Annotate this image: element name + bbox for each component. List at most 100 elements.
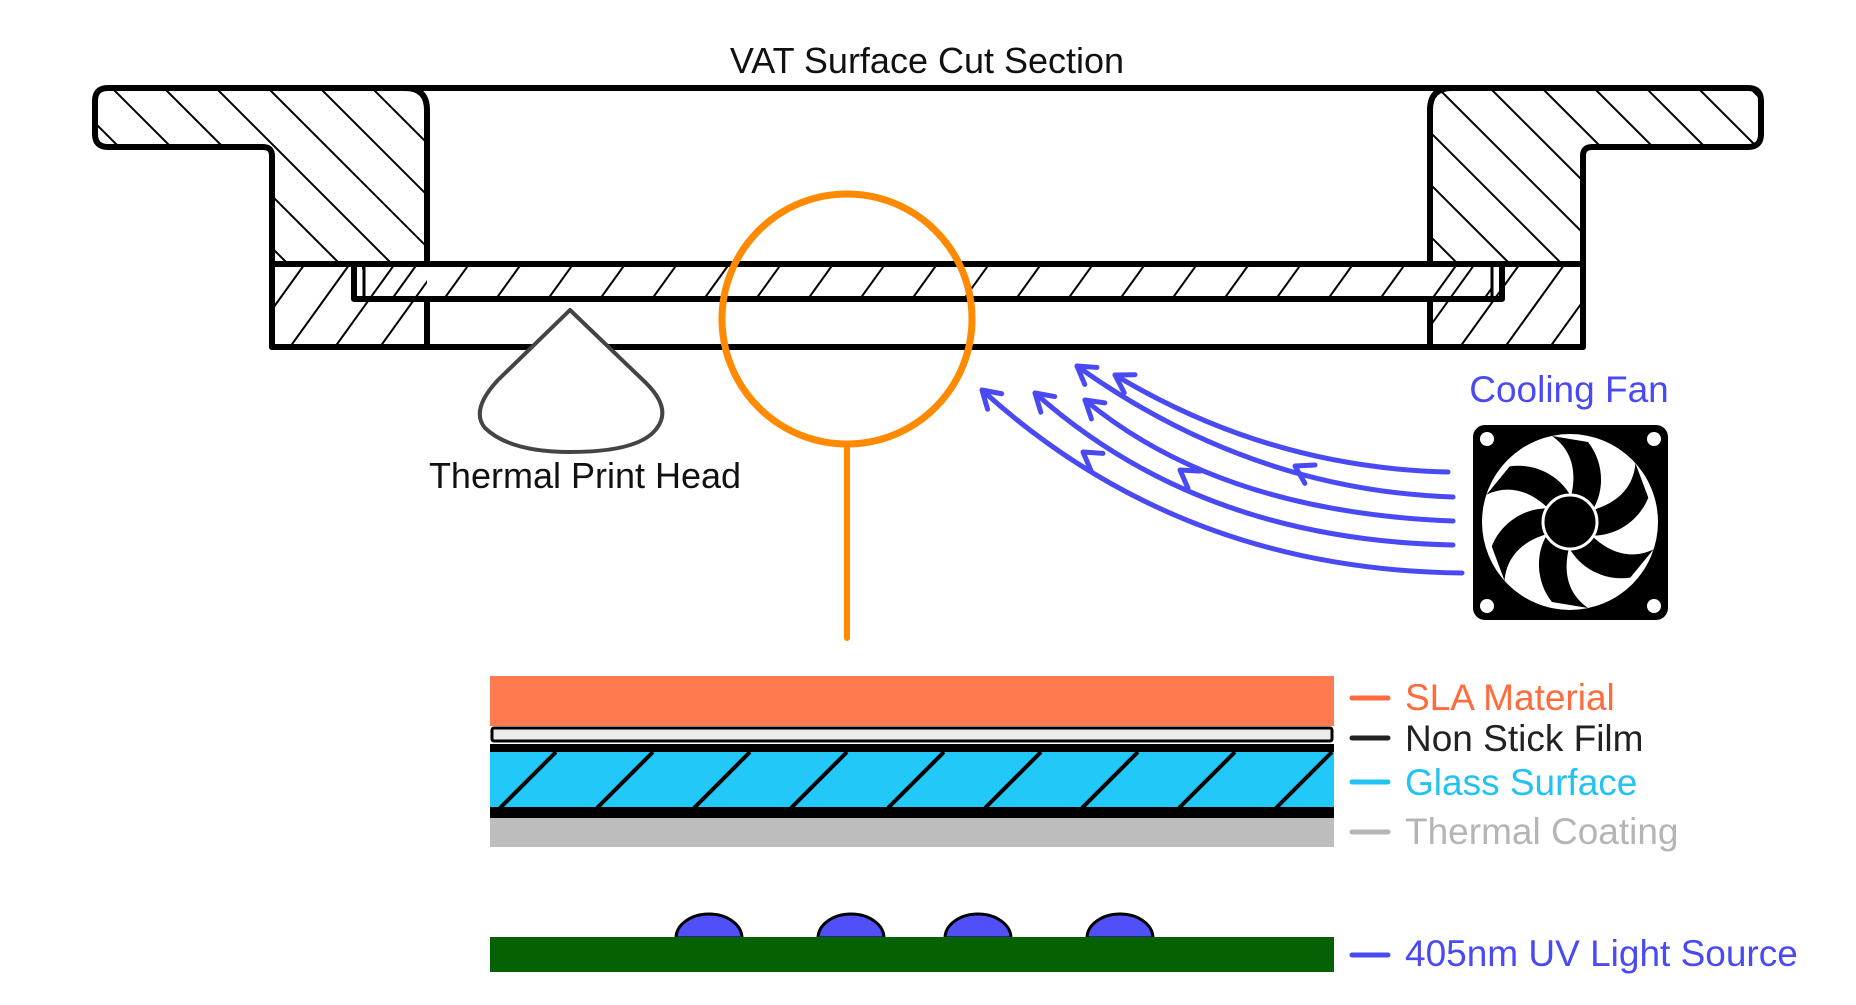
hatch-line: [443, 266, 469, 299]
hatch-line: [1171, 266, 1197, 299]
hatch-line: [289, 264, 351, 347]
hatch-line: [651, 266, 677, 299]
hatch-line: [0, 88, 34, 270]
layer-glass-base: [490, 807, 1334, 818]
airflow-curve: [1112, 372, 1451, 475]
print-head-shape: [477, 308, 665, 454]
layer-non-stick-film: [490, 726, 1334, 743]
airflow-arrows: [979, 363, 1465, 576]
hatch-line: [1119, 266, 1145, 299]
vat-wall-left: [92, 85, 430, 350]
uv-leds: [674, 912, 1155, 940]
hatch-line: [599, 266, 625, 299]
fan-icon: [1473, 425, 1668, 620]
hatch-line: [1430, 88, 1517, 264]
airflow-arrowhead: [1112, 372, 1138, 396]
airflow-arrowhead: [1292, 462, 1318, 486]
hatch-line: [1223, 266, 1249, 299]
glass-hatch-line: [1080, 752, 1140, 808]
airflow-curve: [1032, 390, 1456, 548]
hatch-line: [1379, 266, 1405, 299]
hatch-line: [1430, 264, 1476, 328]
fan-blade: [1586, 463, 1649, 536]
cooling-fan: Cooling Fan: [1469, 369, 1669, 620]
uv-led: [674, 912, 744, 940]
legend-item-glass: Glass Surface: [1349, 762, 1637, 803]
hatch-line: [1431, 266, 1457, 299]
hatch-line: [1504, 264, 1566, 347]
hatch-line: [423, 88, 427, 264]
airflow-line: [1032, 390, 1456, 548]
layer-glass-surface: [490, 752, 1334, 808]
hatch-line: [267, 88, 427, 264]
hatch-line: [1749, 88, 1761, 264]
airflow-arrowhead: [1032, 390, 1058, 415]
layer-sla-material: [490, 676, 1334, 726]
hatch-line: [755, 266, 781, 299]
glass-hatch-line: [692, 752, 752, 808]
layer-stack: [490, 676, 1334, 847]
legend-item-film: Non Stick Film: [1349, 718, 1643, 759]
uv-led: [1085, 912, 1155, 940]
airflow-line: [1112, 372, 1451, 475]
diagram-title: VAT Surface Cut Section: [730, 40, 1124, 81]
hatch-line: [1459, 264, 1521, 347]
glass-hatch-line: [1274, 752, 1334, 808]
uv-led: [816, 912, 886, 940]
layer-thermal-coating: [490, 818, 1334, 847]
airflow-arrowhead: [1082, 397, 1108, 422]
vat-wall-right: [1427, 85, 1764, 350]
hatch-line: [1541, 88, 1725, 264]
hatch-line: [215, 88, 399, 264]
hatch-line: [163, 88, 347, 264]
detail-circle: [718, 190, 976, 448]
airflow-curve: [1074, 363, 1456, 500]
hatch-line: [371, 88, 427, 264]
glass-hatch-line: [983, 752, 1043, 808]
uv-light-label: 405nm UV Light Source: [1405, 933, 1798, 974]
airflow-line: [1082, 397, 1456, 524]
hatch-line: [1595, 264, 1655, 347]
hatch-line: [1230, 88, 1412, 270]
vat-frame-right-hatch: [1430, 264, 1655, 347]
hatch-line: [1697, 88, 1761, 264]
cooling-fan-label: Cooling Fan: [1469, 369, 1669, 410]
legend-label: Thermal Coating: [1405, 811, 1679, 852]
airflow-arrowhead: [1080, 449, 1106, 473]
glass-plate-outline: [351, 261, 1505, 302]
uv-light-board: [490, 937, 1334, 972]
hatch-line: [111, 88, 295, 264]
airflow-curve: [1082, 397, 1456, 524]
glass-hatch-line: [595, 752, 655, 808]
hatch-line: [1437, 88, 1621, 264]
hatch-line: [200, 264, 260, 347]
vat-glass-hatch: [362, 266, 1492, 299]
legend-label: Glass Surface: [1405, 762, 1637, 803]
uv-light-source: 405nm UV Light Source: [490, 912, 1798, 974]
vat-wall-left-hatch: [0, 88, 427, 270]
fan-blade: [1538, 530, 1588, 608]
hatch-line: [334, 264, 396, 347]
hatch-line: [391, 266, 417, 299]
legend-label: Non Stick Film: [1405, 718, 1643, 759]
hatch-line: [0, 88, 86, 270]
glass-surface-hatch: [498, 752, 1334, 808]
hatch-line: [1593, 88, 1761, 264]
uv-led: [943, 912, 1013, 940]
hatch-line: [1549, 299, 1583, 347]
hatch-line: [1327, 266, 1353, 299]
airflow-arrowhead: [979, 387, 1005, 412]
airflow-line: [979, 387, 1465, 576]
fan-blade: [1491, 508, 1554, 581]
hatch-line: [1430, 88, 1569, 264]
vat-frame-left-hatch: [200, 264, 427, 347]
glass-hatch-line: [498, 752, 558, 808]
fan-blade: [1566, 533, 1654, 579]
hatch-line: [859, 266, 885, 299]
thermal-print-head: Thermal Print Head: [429, 308, 741, 496]
print-head-label: Thermal Print Head: [429, 455, 741, 496]
glass-hatch-line: [886, 752, 946, 808]
hatch-line: [1015, 266, 1041, 299]
legend-item-sla: SLA Material: [1349, 677, 1615, 718]
